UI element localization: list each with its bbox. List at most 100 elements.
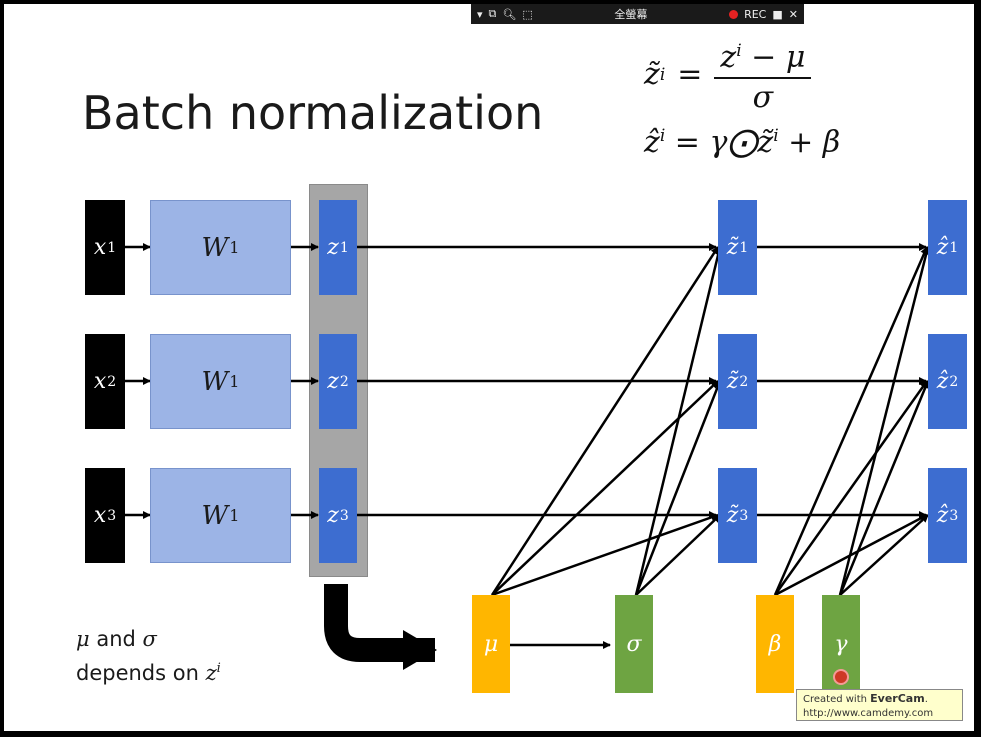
zhat1-sup: 1 [949,239,959,256]
record-dot-icon [729,9,739,19]
z1-sym: z [327,235,339,260]
arrow-gamma-zh3 [839,514,929,596]
eq1-num-z: z [720,40,737,75]
eq2-lhs: ẑ [644,125,660,160]
watermark-prefix: Created with [803,694,871,705]
mu-block: μ [472,595,510,693]
watermark-suffix: . [924,694,928,705]
note-line2: depends on zi [76,654,221,688]
page-title: Batch normalization [82,86,544,140]
camera-icon[interactable]: ■ [772,7,783,21]
ztilde3-sym: z̃ [726,503,739,528]
input-x1-sym: x [93,235,107,260]
equations: z̃i = zi − μ σ ẑi = γ⨀z̃i + β [644,32,840,160]
input-x3-sym: x [93,503,107,528]
arrow-gamma-zh2 [838,380,930,596]
eq1-lhs-sup: i [659,64,666,85]
zhat3-sup: 3 [949,507,959,524]
arrow-gamma-zh1 [838,246,931,596]
weight-w1-sup: 1 [229,238,240,257]
eq2-rest: + β [778,125,841,160]
zhat2-sup: 2 [949,373,959,390]
arrow-beta-zh1 [773,246,929,596]
eq2-lhs-sup: i [659,126,666,146]
ztilde3-sup: 3 [739,507,749,524]
weight-w1-sym: W [201,232,229,263]
eq1-equals: = [677,57,703,92]
note-z-sup: i [216,661,221,676]
note-and: and [89,627,143,651]
close-icon[interactable]: ✕ [788,7,798,21]
toolbar-right-icons: REC ■ ✕ [729,8,798,21]
note-text: μ and σ depends on zi [76,624,221,688]
dropdown-icon[interactable]: ▾ [477,7,483,21]
arrow-sigma-zt3 [635,514,721,596]
z1-sup: 1 [339,239,349,256]
eq2-mid: = γ⨀z̃ [665,125,774,160]
region-icon[interactable]: ⬚ [522,7,533,21]
weight-w3-sym: W [201,500,229,531]
arrow-mu-zt1 [490,246,720,596]
input-x3-sup: 3 [107,507,117,524]
weight-w2-sym: W [201,366,229,397]
input-x1-sup: 1 [107,239,117,256]
zhat2-sym: ẑ [936,369,949,394]
toolbar-left-icons: ▾ ⧉ 🔍︎ ⬚ [477,7,533,21]
fullscreen-button[interactable]: 全螢幕 [614,8,648,21]
z2-sym: z [327,369,339,394]
eq1-num-sup: i [736,41,742,61]
arrow-batch-to-mu [324,584,437,670]
zhat3-sym: ẑ [936,503,949,528]
z3-sym: z [327,503,339,528]
ztilde2: z̃2 [718,334,757,429]
eq1-num-rest: − μ [741,40,806,75]
evercam-watermark[interactable]: Created with EverCam. http://www.camdemy… [796,689,963,721]
ztilde3: z̃3 [718,468,757,563]
eq2-mid-sup: i [773,126,779,146]
rec-button[interactable]: REC [744,7,767,21]
ztilde1-sym: z̃ [726,235,739,260]
ztilde1: z̃1 [718,200,757,295]
recording-toolbar: ▾ ⧉ 🔍︎ ⬚ 全螢幕 REC ■ ✕ [471,4,804,24]
arrow-sigma-zt1 [634,246,723,596]
watermark-line1: Created with EverCam. [803,692,956,707]
arrow-mu-zt3 [491,513,719,597]
watermark-brand: EverCam [870,692,925,705]
equation-scale-shift: ẑi = γ⨀z̃i + β [644,125,840,160]
eq1-numerator: zi − μ [714,32,812,79]
z3-sup: 3 [339,507,349,524]
eq1-lhs: z̃ [644,57,660,92]
diagram-arrows [125,243,931,670]
window-icon[interactable]: ⧉ [488,7,497,20]
weight-w2-sup: 1 [229,372,240,391]
equation-normalize: z̃i = zi − μ σ [644,32,840,117]
ztilde2-sup: 2 [739,373,749,390]
note-z: z [205,661,217,685]
note-line1: μ and σ [76,624,221,654]
eq1-denominator: σ [752,80,774,115]
input-x2-sup: 2 [107,373,117,390]
z2-sup: 2 [339,373,349,390]
zhat1-sym: ẑ [936,235,949,260]
ztilde2-sym: z̃ [726,369,739,394]
input-x2-sym: x [93,369,107,394]
weight-w3-sup: 1 [229,506,240,525]
sigma-block: σ [615,595,653,693]
slide: Batch normalization z̃i = zi − μ σ ẑi = … [4,4,974,731]
note-depends: depends on [76,661,206,685]
watermark-url[interactable]: http://www.camdemy.com [803,708,934,719]
note-sigma: σ [142,627,157,651]
zoom-icon[interactable]: 🔍︎ [502,7,517,21]
arrow-beta-zh2 [773,380,929,596]
